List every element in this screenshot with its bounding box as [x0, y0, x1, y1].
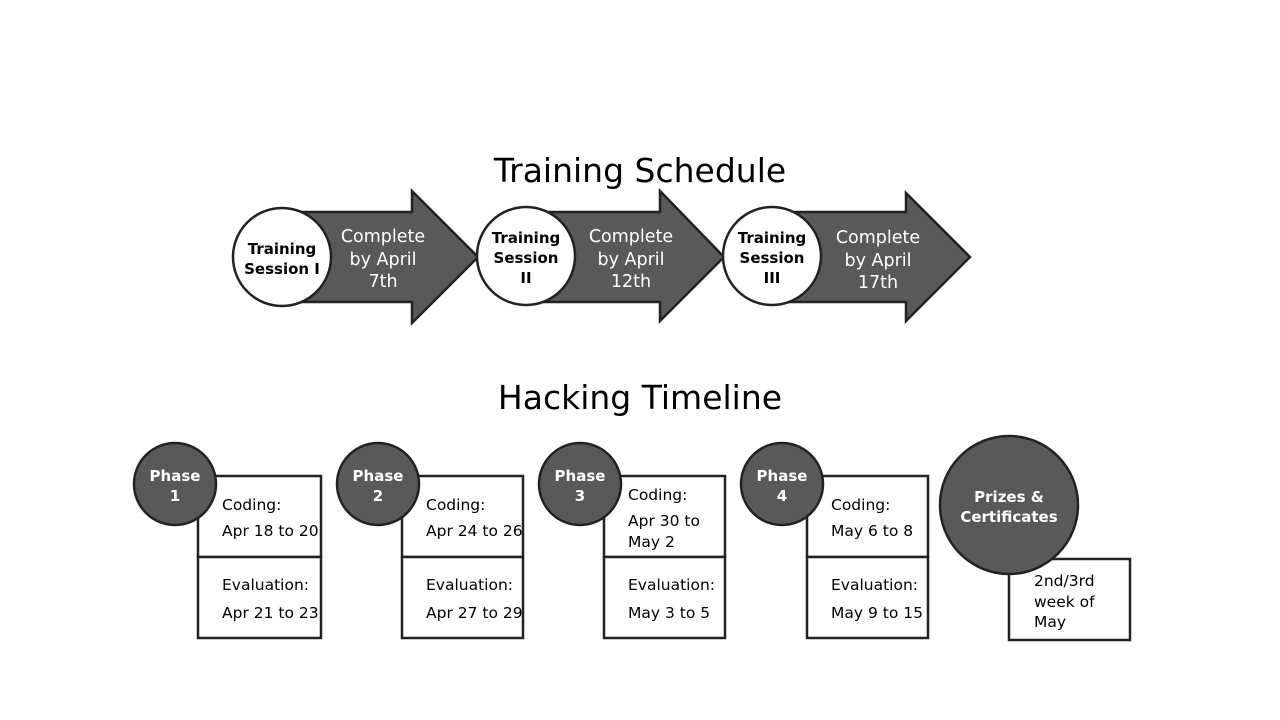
- training-schedule-title: Training Schedule: [493, 151, 787, 190]
- session-1-circle: [231, 206, 333, 308]
- phase-1-coding-dates: Apr 18 to 20: [222, 522, 319, 540]
- phase-2-coding-box: [400, 474, 525, 559]
- session-2-circle: [475, 205, 577, 307]
- session-2-arrow: [524, 187, 726, 325]
- phase-1-coding-label: Coding:: [222, 496, 282, 514]
- phase-3-eval-dates: May 3 to 5: [628, 604, 711, 622]
- final-circle: [938, 434, 1080, 576]
- phase-2-coding-label: Coding:: [426, 496, 486, 514]
- phase-3-coding-label: Coding:: [628, 486, 688, 504]
- phase-3-circle: [537, 441, 623, 527]
- phase-4-label: Phase 4: [756, 467, 808, 505]
- phase-2-label: Phase 2: [352, 467, 404, 505]
- phase-1-circle: [132, 441, 218, 527]
- final-date-line1: 2nd/3rd: [1034, 572, 1095, 590]
- final-date-line2: week of: [1034, 593, 1095, 611]
- phase-4-coding-dates: May 6 to 8: [831, 522, 914, 540]
- prizes-label: Prizes & Certificates: [960, 488, 1058, 526]
- hacking-timeline-title: Hacking Timeline: [497, 378, 783, 417]
- phase-1-label: Phase 1: [149, 467, 201, 505]
- session-3-arrow: [770, 189, 972, 325]
- phase-2-eval-box: [400, 555, 525, 640]
- phase-1-eval-label: Evaluation:: [222, 576, 310, 594]
- phase-3-eval-label: Evaluation:: [628, 576, 716, 594]
- phase-3-eval-box: [602, 555, 727, 640]
- phase-3-coding-dates-line2: May 2: [628, 533, 675, 551]
- phase-2-eval-dates: Apr 27 to 29: [426, 604, 523, 622]
- session-3-label: Training Session III: [737, 229, 807, 287]
- session-1-deadline: Complete by April 7th: [340, 227, 426, 292]
- phase-4-eval-box: [805, 555, 930, 640]
- session-1-label: Training Session I: [244, 240, 320, 278]
- phase-2-coding-dates: Apr 24 to 26: [426, 522, 523, 540]
- phase-2-eval-label: Evaluation:: [426, 576, 514, 594]
- session-2-deadline: Complete by April 12th: [588, 227, 674, 292]
- phase-4-circle: [739, 441, 825, 527]
- phase-1-eval-box: [196, 555, 323, 640]
- final-box: [1007, 557, 1132, 642]
- session-3-deadline: Complete by April 17th: [835, 228, 921, 293]
- phase-4-eval-dates: May 9 to 15: [831, 604, 923, 622]
- phase-4-eval-label: Evaluation:: [831, 576, 919, 594]
- phase-2-circle: [335, 441, 421, 527]
- final-date-line3: May: [1034, 613, 1067, 631]
- phase-4-coding-label: Coding:: [831, 496, 891, 514]
- session-3-circle: [721, 205, 823, 307]
- phase-1-eval-dates: Apr 21 to 23: [222, 604, 319, 622]
- session-2-label: Training Session II: [491, 229, 561, 287]
- phase-3-label: Phase 3: [554, 467, 606, 505]
- phase-4-coding-box: [805, 474, 930, 559]
- phase-3-coding-dates-line1: Apr 30 to: [628, 512, 700, 530]
